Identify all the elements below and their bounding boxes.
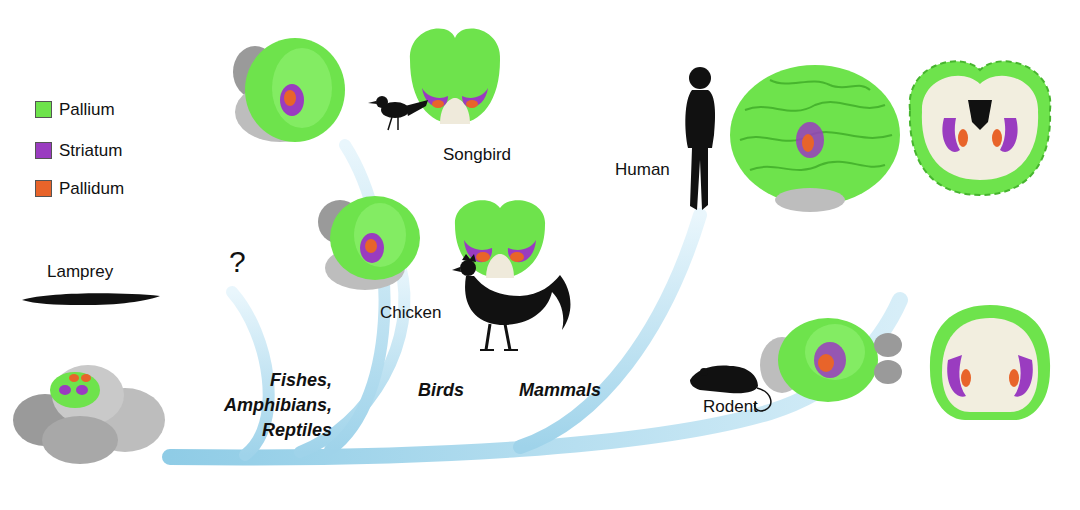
human-branch — [520, 215, 700, 447]
lamprey-brain — [13, 365, 165, 464]
human-brain — [730, 65, 900, 212]
legend-swatch — [35, 180, 52, 197]
branch-label: Mammals — [519, 380, 601, 402]
chicken-section — [455, 200, 545, 278]
species-label: Rodent — [703, 397, 758, 417]
lamprey-silhouette — [22, 293, 160, 305]
human-silhouette — [685, 67, 715, 210]
legend-swatch — [35, 142, 52, 159]
chicken-brain — [318, 196, 420, 290]
legend-text: Pallidum — [59, 179, 124, 199]
species-label: Lamprey — [47, 262, 113, 282]
species-label: Human — [615, 160, 670, 180]
species-label: ? — [229, 244, 246, 280]
legend-text: Striatum — [59, 141, 122, 161]
legend-text: Pallium — [59, 100, 115, 120]
species-label: Songbird — [443, 145, 511, 165]
branch-label: Fishes, Amphibians, Reptiles — [222, 368, 332, 444]
legend-swatch — [35, 101, 52, 118]
species-label: Chicken — [380, 303, 441, 323]
human-section — [910, 61, 1051, 195]
songbird-branch — [330, 145, 385, 450]
rodent-section — [930, 305, 1050, 420]
rooster-silhouette — [452, 254, 570, 350]
songbird-silhouette — [368, 96, 428, 130]
phylogeny-branches — [170, 145, 900, 457]
rodent-brain — [760, 318, 902, 402]
branch-label: Birds — [418, 380, 464, 402]
songbird-section — [410, 29, 500, 124]
songbird-brain — [233, 38, 345, 142]
